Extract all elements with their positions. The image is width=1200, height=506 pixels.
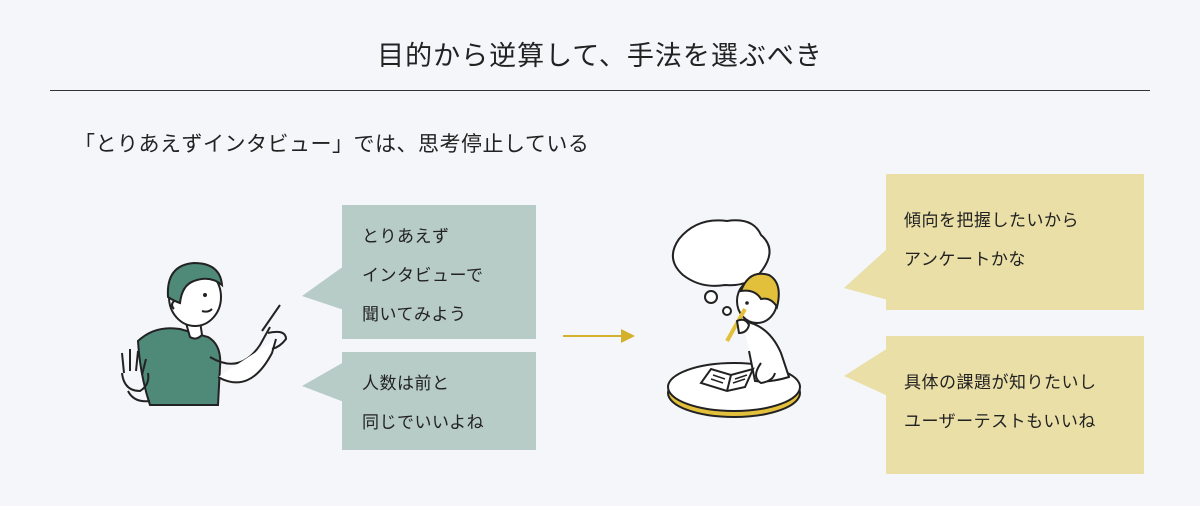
- bubble-line: 具体の課題が知りたいし: [904, 373, 1097, 393]
- title-divider: [50, 90, 1150, 91]
- speech-bubble-right-2: 具体の課題が知りたいし ユーザーテストもいいね: [886, 336, 1144, 474]
- bubble-line: 同じでいいよね: [362, 413, 485, 433]
- bubble-line: アンケートかな: [904, 250, 1026, 270]
- bubble-tail-right-1: [844, 248, 888, 300]
- arrow-right-icon: [563, 329, 635, 343]
- speech-bubble-left-2: 人数は前と 同じでいいよね: [342, 352, 536, 450]
- bubble-line: 傾向を把握したいから: [904, 211, 1079, 231]
- person-thinking-illustration: [667, 219, 801, 418]
- bubble-tail-left-1: [302, 266, 344, 310]
- speech-bubble-left-1: とりあえず インタビューで 聞いてみよう: [342, 205, 536, 339]
- page-title: 目的から逆算して、手法を選ぶべき: [377, 41, 823, 72]
- bubble-line: 人数は前と: [362, 374, 450, 394]
- bubble-line: とりあえず: [362, 227, 450, 247]
- subtitle: 「とりあえずインタビュー」では、思考停止している: [74, 132, 590, 156]
- bubble-line: 聞いてみよう: [362, 305, 467, 325]
- bubble-line: インタビューで: [362, 266, 484, 286]
- speech-bubble-right-1: 傾向を把握したいから アンケートかな: [886, 174, 1144, 310]
- bubble-tail-left-2: [302, 362, 344, 402]
- bubble-tail-right-2: [844, 348, 888, 396]
- person-pointing-illustration: [121, 261, 288, 406]
- bubble-line: ユーザーテストもいいね: [904, 412, 1096, 432]
